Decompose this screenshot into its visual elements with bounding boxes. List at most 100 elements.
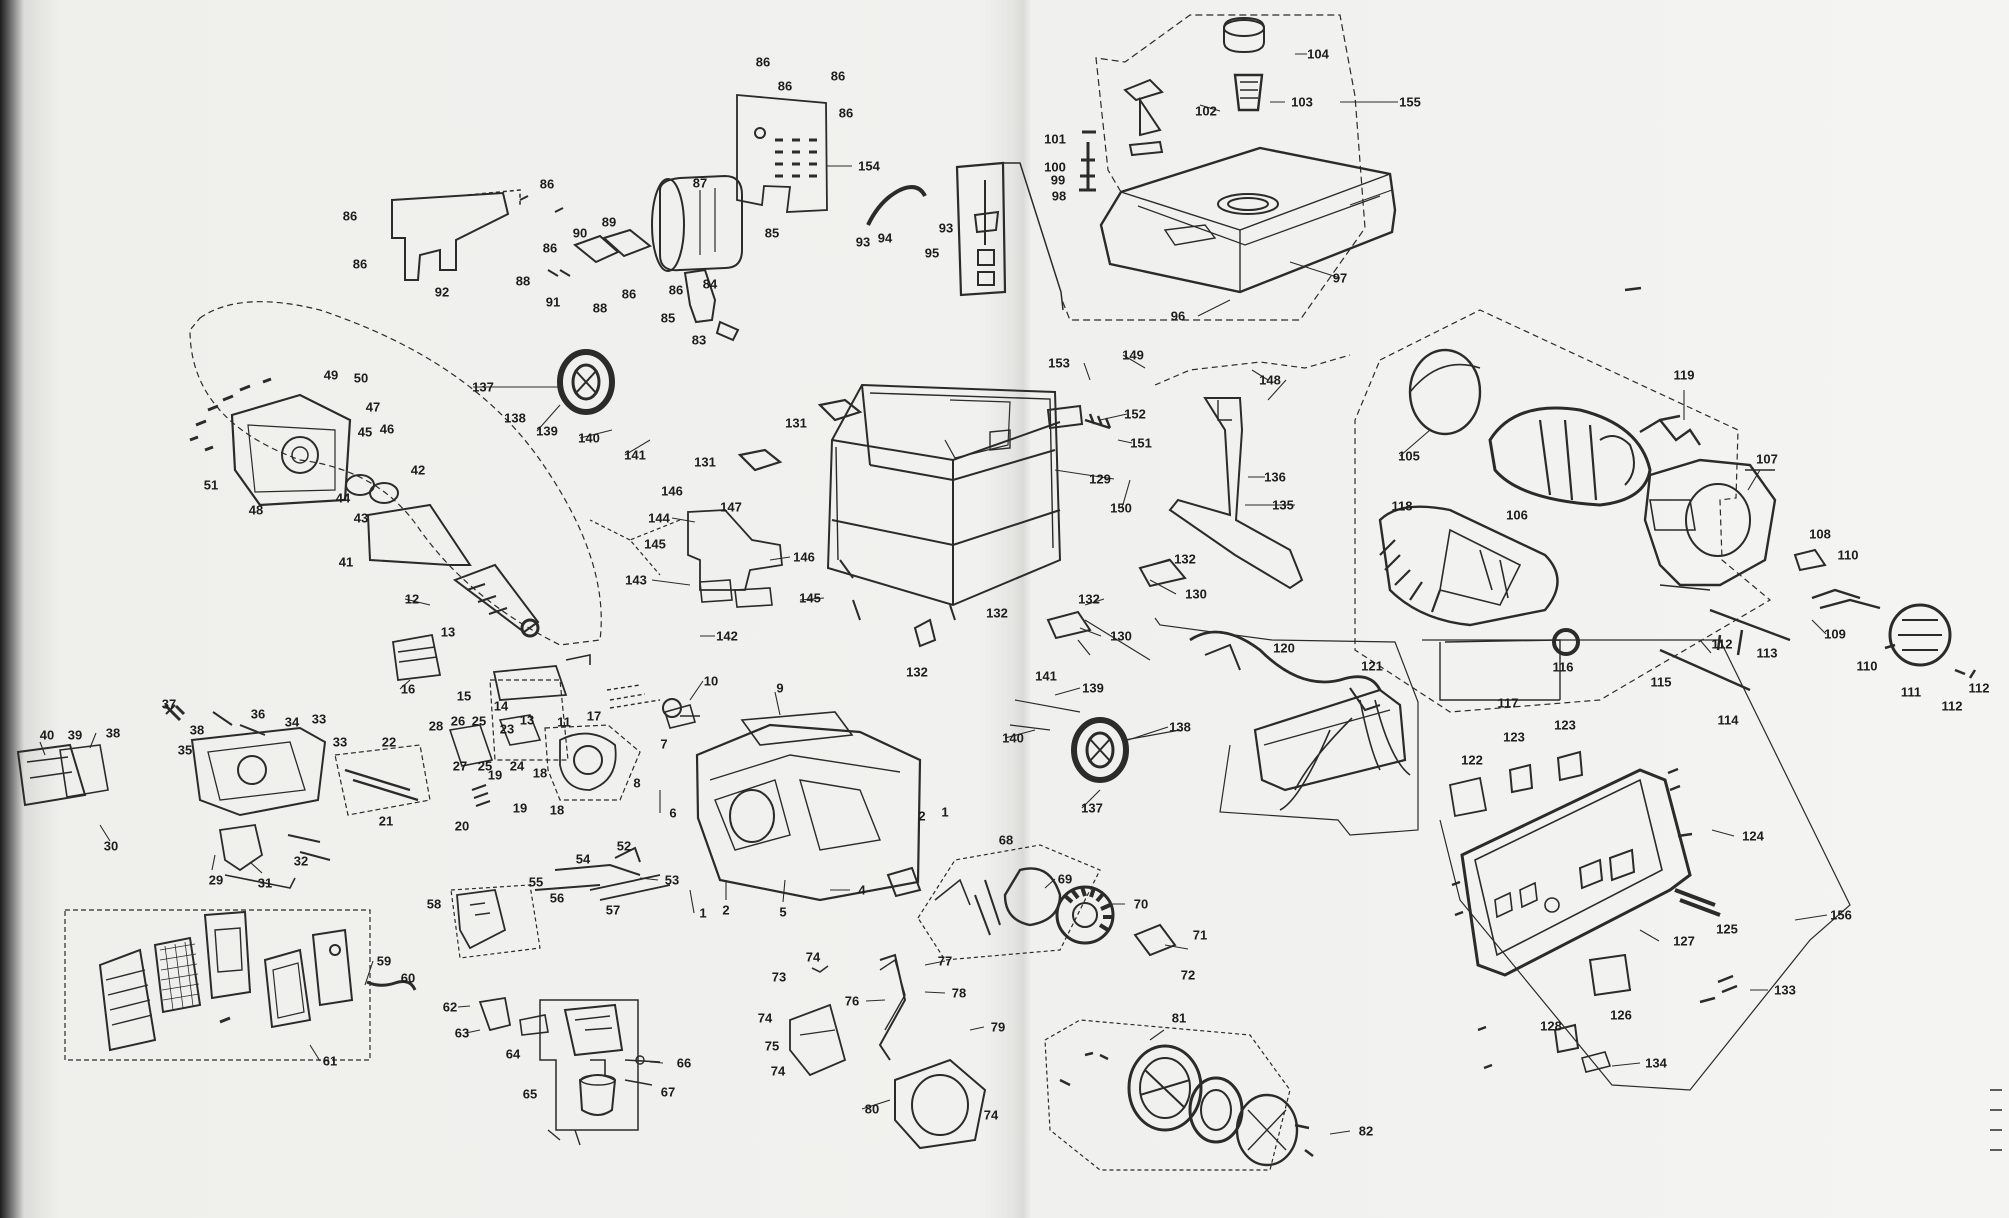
frame-group	[589, 383, 1062, 621]
flywheel	[1055, 885, 1115, 945]
part-number-label: 60	[400, 970, 416, 986]
through-bolts	[1659, 608, 1791, 692]
air-filter-base	[311, 928, 354, 1007]
rotor-fins	[1379, 539, 1442, 613]
part-number-label: 94	[877, 230, 893, 246]
air-filter-housing	[203, 910, 252, 1000]
part-number-label: 68	[998, 832, 1014, 848]
part-number-label: 46	[379, 421, 395, 437]
breather-tube	[366, 980, 417, 991]
part-number-label: 91	[545, 294, 561, 310]
part-number-label: 78	[951, 985, 967, 1001]
part-number-label: 132	[906, 664, 928, 680]
part-number-label: 139	[1082, 680, 1104, 696]
part-number-label: 73	[771, 969, 787, 985]
part-number-label: 133	[1774, 982, 1796, 998]
crankshaft	[452, 563, 540, 634]
part-number-label: 139	[536, 423, 558, 439]
stator-cover-band	[1408, 348, 1482, 436]
throttle-lever	[456, 889, 507, 950]
part-number-label: 86	[777, 78, 793, 94]
end-cover	[1888, 603, 1952, 667]
valve-group-dash	[334, 744, 431, 816]
part-number-label: 117	[1497, 695, 1519, 711]
part-number-label: 120	[1273, 640, 1295, 656]
part-number-label: 88	[515, 273, 531, 289]
part-number-label: 86	[539, 176, 555, 192]
recoil-starter	[1235, 1093, 1299, 1167]
part-number-label: 50	[353, 370, 369, 386]
part-number-label: 76	[844, 993, 860, 1009]
part-number-label: 35	[177, 742, 193, 758]
part-number-label: 61	[322, 1053, 338, 1069]
part-number-label: 110	[1856, 658, 1878, 674]
muffler-group	[391, 94, 828, 342]
part-number-label: 32	[293, 853, 309, 869]
part-number-label: 26	[450, 713, 466, 729]
air-filter-element	[153, 936, 202, 1014]
part-number-label: 138	[1169, 719, 1191, 735]
part-number-label: 64	[505, 1046, 521, 1062]
part-number-label: 55	[528, 874, 544, 890]
part-number-label: 110	[1837, 547, 1859, 563]
fuel-valve-box	[955, 161, 1007, 297]
part-number-label: 109	[1824, 626, 1846, 642]
part-number-label: 81	[1171, 1010, 1187, 1026]
crankcase-breather-dash	[544, 724, 641, 801]
part-number-label: 33	[332, 734, 348, 750]
air-filter-cover	[98, 948, 157, 1052]
avr-wiring	[1811, 588, 1881, 610]
part-number-label: 74	[805, 949, 821, 965]
part-number-label: 144	[648, 510, 670, 526]
wheel-bottom	[1071, 717, 1129, 783]
axle-handle	[1046, 404, 1084, 430]
part-number-label: 47	[365, 399, 381, 415]
part-number-label: 152	[1124, 406, 1146, 422]
part-number-label: 86	[830, 68, 846, 84]
handle-spring	[1084, 413, 1112, 430]
part-number-label: 31	[257, 875, 273, 891]
fuel-valve-lead-line	[1003, 162, 1064, 311]
wheel-top	[557, 349, 615, 415]
part-number-label: 2	[722, 902, 730, 918]
part-number-label: 20	[454, 818, 470, 834]
part-number-label: 146	[661, 483, 683, 499]
brush-holder	[1793, 548, 1827, 572]
part-number-label: 137	[472, 379, 494, 395]
rotor	[1378, 505, 1559, 627]
recoil-spring	[1188, 1076, 1244, 1144]
part-number-label: 72	[1180, 967, 1196, 983]
control-panel-group	[1154, 617, 1851, 1091]
valve-stem	[165, 704, 266, 736]
part-number-label: 134	[1645, 1055, 1667, 1071]
frame-tube	[826, 383, 1062, 607]
part-number-label: 149	[1122, 347, 1144, 363]
part-number-label: 24	[509, 758, 525, 774]
rotor-bearing	[1552, 628, 1580, 656]
part-number-label: 48	[248, 502, 264, 518]
part-number-label: 44	[335, 490, 351, 506]
bolt-row	[189, 377, 272, 452]
switch-block	[1588, 953, 1632, 997]
alternator-end-housing	[1643, 458, 1777, 587]
part-number-label: 86	[342, 208, 358, 224]
part-number-label: 59	[376, 953, 392, 969]
leader-lines	[39, 53, 1828, 1135]
part-number-label: 45	[357, 424, 373, 440]
crankcase-cover	[230, 393, 352, 507]
part-number-label: 106	[1506, 507, 1528, 523]
part-number-label: 85	[660, 310, 676, 326]
rubber-mount-left	[1138, 558, 1187, 588]
part-number-label: 69	[1057, 871, 1073, 887]
part-number-label: 103	[1291, 94, 1313, 110]
part-number-label: 56	[549, 890, 565, 906]
part-number-label: 53	[664, 872, 680, 888]
part-number-label: 18	[532, 765, 548, 781]
ignition-coil-dash	[917, 844, 1101, 961]
exhaust-flange	[572, 228, 652, 264]
recoil-pulley	[1127, 1044, 1203, 1132]
part-number-label: 16	[400, 681, 416, 697]
part-number-label: 153	[1048, 355, 1070, 371]
part-number-label: 49	[323, 367, 339, 383]
part-number-label: 8	[633, 775, 641, 791]
